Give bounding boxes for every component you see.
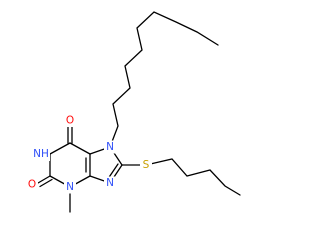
- atom-n7: N: [106, 141, 114, 153]
- atom-n9: N: [106, 177, 114, 189]
- atom-s: S: [143, 159, 150, 171]
- atom-o2: O: [28, 179, 36, 191]
- purine-core-bonds: [37, 126, 123, 213]
- bond-c6-n1: [49, 142, 71, 155]
- bond-c2-o2-a: [37, 175, 51, 184]
- decyl-chain-bonds: [109, 11, 219, 148]
- chemical-structure-diagram: O NH O N N N S: [26, 11, 241, 213]
- bond-c5-c6: [69, 142, 91, 155]
- heptylthio-chain-bonds: [121, 158, 241, 196]
- bond-c2-o2-b: [39, 178, 53, 188]
- atom-n3: N: [66, 181, 74, 193]
- atom-labels: O NH O N N N S: [26, 114, 152, 194]
- atom-o6: O: [66, 115, 74, 127]
- atom-n1: NH: [33, 148, 49, 160]
- decyl-chain: [109, 11, 219, 148]
- heptyl-chain: [145, 158, 241, 196]
